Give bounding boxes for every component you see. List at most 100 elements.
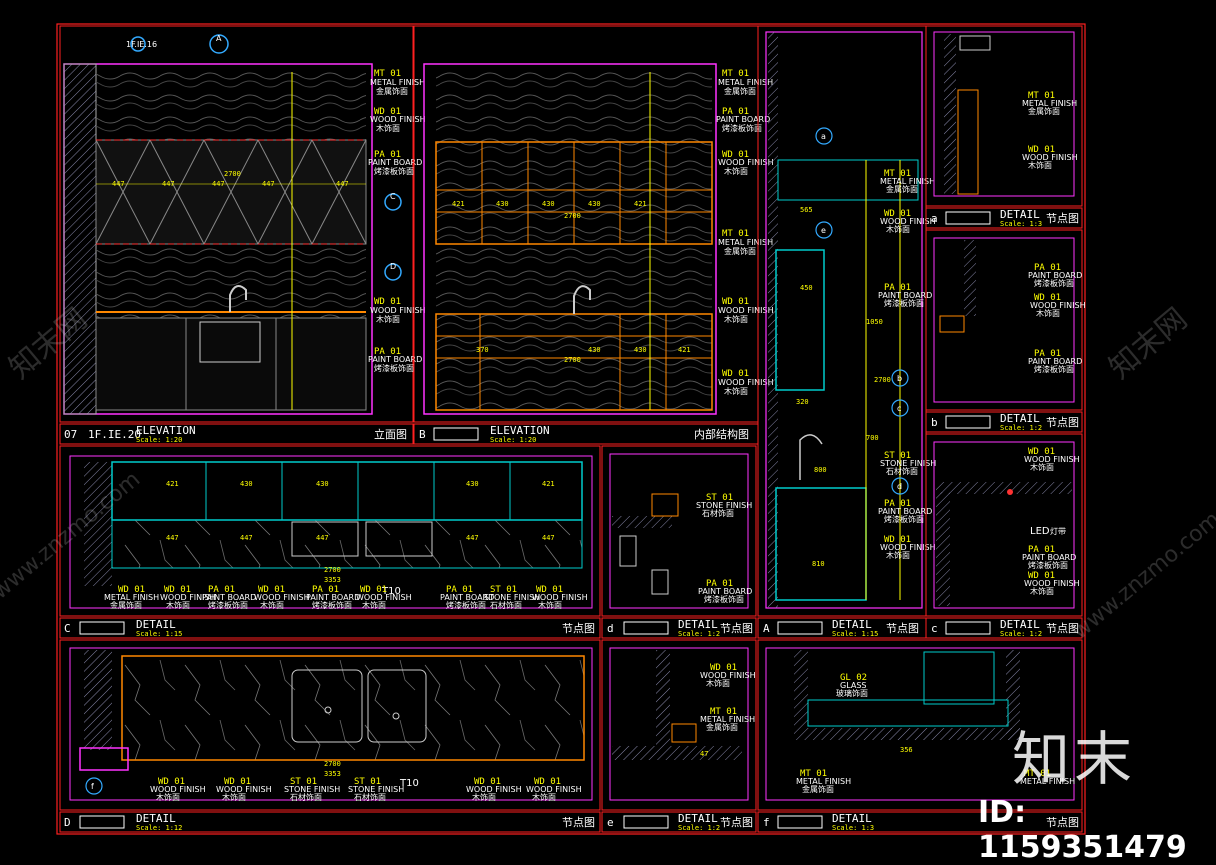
svg-text:木饰面: 木饰面 (362, 600, 386, 610)
svg-text:METAL FINISH: METAL FINISH (796, 777, 851, 786)
dim-plan-cb-4: 447 (466, 534, 479, 542)
svg-text:WD 01: WD 01 (534, 777, 561, 787)
svg-text:WOOD FINISH: WOOD FINISH (880, 217, 936, 226)
scale-f: Scale: 1:3 (832, 824, 874, 832)
callout-wd-A2: WD 01 WOOD FINISH 木饰面 (880, 535, 936, 560)
svg-text:PA 01: PA 01 (884, 283, 911, 293)
dim-side-2: 450 (800, 284, 813, 292)
callout-wd-D2: WD 01 WOOD FINISH 木饰面 (216, 777, 272, 802)
svg-text:石材饰面: 石材饰面 (290, 792, 322, 802)
dim-inner-top-5: 421 (634, 200, 647, 208)
svg-text:木饰面: 木饰面 (260, 600, 284, 610)
svg-text:玻璃饰面: 玻璃饰面 (836, 688, 868, 698)
svg-text:木饰面: 木饰面 (1036, 308, 1060, 318)
dim-side-total: 2700 (874, 376, 891, 384)
svg-text:金属饰面: 金属饰面 (886, 184, 918, 194)
scale-07: Scale: 1:20 (136, 436, 182, 444)
dim-side-6: 810 (812, 560, 825, 568)
svg-text:PA 01: PA 01 (1034, 263, 1061, 273)
svg-text:MT 01: MT 01 (800, 769, 827, 779)
dim-side-mid: 1050 (866, 318, 883, 326)
svg-text:烤漆板饰面: 烤漆板饰面 (704, 594, 744, 604)
svg-text:METAL FINISH: METAL FINISH (718, 78, 773, 87)
svg-text:PAINT BOARD: PAINT BOARD (1022, 553, 1076, 562)
callout-pa-C3: PA 01 PAINT BOARD 烤漆板饰面 (202, 585, 256, 610)
svg-text:METAL FINISH: METAL FINISH (1022, 99, 1077, 108)
svg-text:MT 01: MT 01 (374, 69, 401, 79)
svg-text:ST 01: ST 01 (490, 585, 517, 595)
title-cn-07: 立面图 (374, 427, 407, 441)
svg-text:PA 01: PA 01 (706, 579, 733, 589)
svg-text:ST 01: ST 01 (706, 493, 733, 503)
title-num-d: d (607, 622, 614, 635)
callout-wd-c2: WD 01 WOOD FINISH 木饰面 (1024, 571, 1080, 596)
dim-plan-cb-1: 447 (166, 534, 179, 542)
panel-detail-c: LED 灯带 WD 01 WOOD FINISH 木饰面 PA 01 PAINT… (925, 433, 1083, 639)
callout-st-C5: PA 01 PAINT BOARD 烤漆板饰面 (306, 585, 360, 610)
svg-text:WOOD FINISH: WOOD FINISH (1024, 455, 1080, 464)
svg-text:金属饰面: 金属饰面 (724, 86, 756, 96)
svg-text:WD 01: WD 01 (722, 369, 749, 379)
callout-pa-07b: PA 01 PAINT BOARD 烤漆板饰面 (368, 347, 422, 373)
callout-wd-b1: WD 01 WOOD FINISH 木饰面 (1030, 293, 1086, 318)
scale-A: Scale: 1:15 (832, 630, 878, 638)
svg-text:木饰面: 木饰面 (886, 224, 910, 234)
svg-text:WD 01: WD 01 (258, 585, 285, 595)
dim-inner-bot-4: 421 (678, 346, 691, 354)
callout-mt-f2: MT 01 METAL FINISH (1020, 769, 1075, 786)
scale-D: Scale: 1:12 (136, 824, 182, 832)
title-num-f: f (763, 816, 770, 829)
dim-inner-top-1: 421 (452, 200, 465, 208)
dim-side-4: 320 (796, 398, 809, 406)
title-e: DETAIL (678, 812, 718, 825)
callout-st-D3: ST 01 STONE FINISH 石材饰面 (284, 777, 340, 802)
svg-text:WOOD FINISH: WOOD FINISH (700, 671, 756, 680)
callout-wd-C2: WD 01 WOOD FINISH 木饰面 (160, 585, 216, 610)
svg-text:金属饰面: 金属饰面 (724, 246, 756, 256)
dim-side-1: 565 (800, 206, 813, 214)
callout-wd-D6: WD 01 WOOD FINISH 木饰面 (526, 777, 582, 802)
svg-text:PA 01: PA 01 (374, 347, 401, 357)
svg-text:PAINT BOARD: PAINT BOARD (368, 158, 422, 167)
dim-plan-cb-3: 447 (316, 534, 329, 542)
svg-text:PA 01: PA 01 (374, 150, 401, 160)
svg-text:WOOD FINISH: WOOD FINISH (216, 785, 272, 794)
callout-pa-A: PA 01 PAINT BOARD 烤漆板饰面 (878, 283, 932, 308)
title-cn-d: 节点图 (720, 622, 753, 635)
panel-detail-f: 356 GL 02 GLASS 玻璃饰面 MT 01 METAL FINISH … (757, 639, 1083, 833)
svg-text:PAINT BOARD: PAINT BOARD (440, 593, 494, 602)
title-num-A: A (763, 622, 770, 635)
svg-text:WOOD FINISH: WOOD FINISH (1022, 153, 1078, 162)
svg-text:木饰面: 木饰面 (706, 678, 730, 688)
title-cn-A: 节点图 (886, 622, 919, 635)
callout-wd-b3: WD 01 WOOD FINISH 木饰面 (718, 369, 774, 396)
title-num-C: C (64, 622, 71, 635)
title-b: ELEVATION (490, 424, 550, 437)
dim-f-width: 356 (900, 746, 913, 754)
svg-text:烤漆板饰面: 烤漆板饰面 (884, 514, 924, 524)
scale-a: Scale: 1:3 (1000, 220, 1042, 228)
callout-mt-a: MT 01 METAL FINISH 金属饰面 (1022, 91, 1077, 116)
svg-text:MT 01: MT 01 (710, 707, 737, 717)
svg-text:WD 01: WD 01 (224, 777, 251, 787)
callout-pa-c1: PA 01 PAINT BOARD 烤漆板饰面 (1022, 545, 1076, 570)
callout-pa-07: PA 01 PAINT BOARD 烤漆板饰面 (368, 150, 422, 176)
title-num-b-det: b (931, 416, 938, 429)
svg-text:WOOD FINISH: WOOD FINISH (718, 378, 774, 387)
title-cn-e: 节点图 (720, 816, 753, 829)
svg-text:木饰面: 木饰面 (724, 166, 748, 176)
dim-side-3: 700 (866, 434, 879, 442)
callout-wd-07b: WD 01 WOOD FINISH 木饰面 (370, 297, 426, 324)
svg-text:ST 01: ST 01 (354, 777, 381, 787)
marker-a: A (216, 34, 222, 43)
svg-text:烤漆板饰面: 烤漆板饰面 (1028, 560, 1068, 570)
dim-plan-c-2: 430 (240, 480, 253, 488)
scale-e: Scale: 1:2 (678, 824, 720, 832)
svg-text:WOOD FINISH: WOOD FINISH (466, 785, 522, 794)
svg-text:木饰面: 木饰面 (886, 550, 910, 560)
callout-st-A: ST 01 STONE FINISH 石材饰面 (880, 451, 936, 476)
dim-plan-cb-2: 447 (240, 534, 253, 542)
svg-text:WOOD FINISH: WOOD FINISH (160, 593, 216, 602)
sub-f: f (91, 782, 94, 791)
